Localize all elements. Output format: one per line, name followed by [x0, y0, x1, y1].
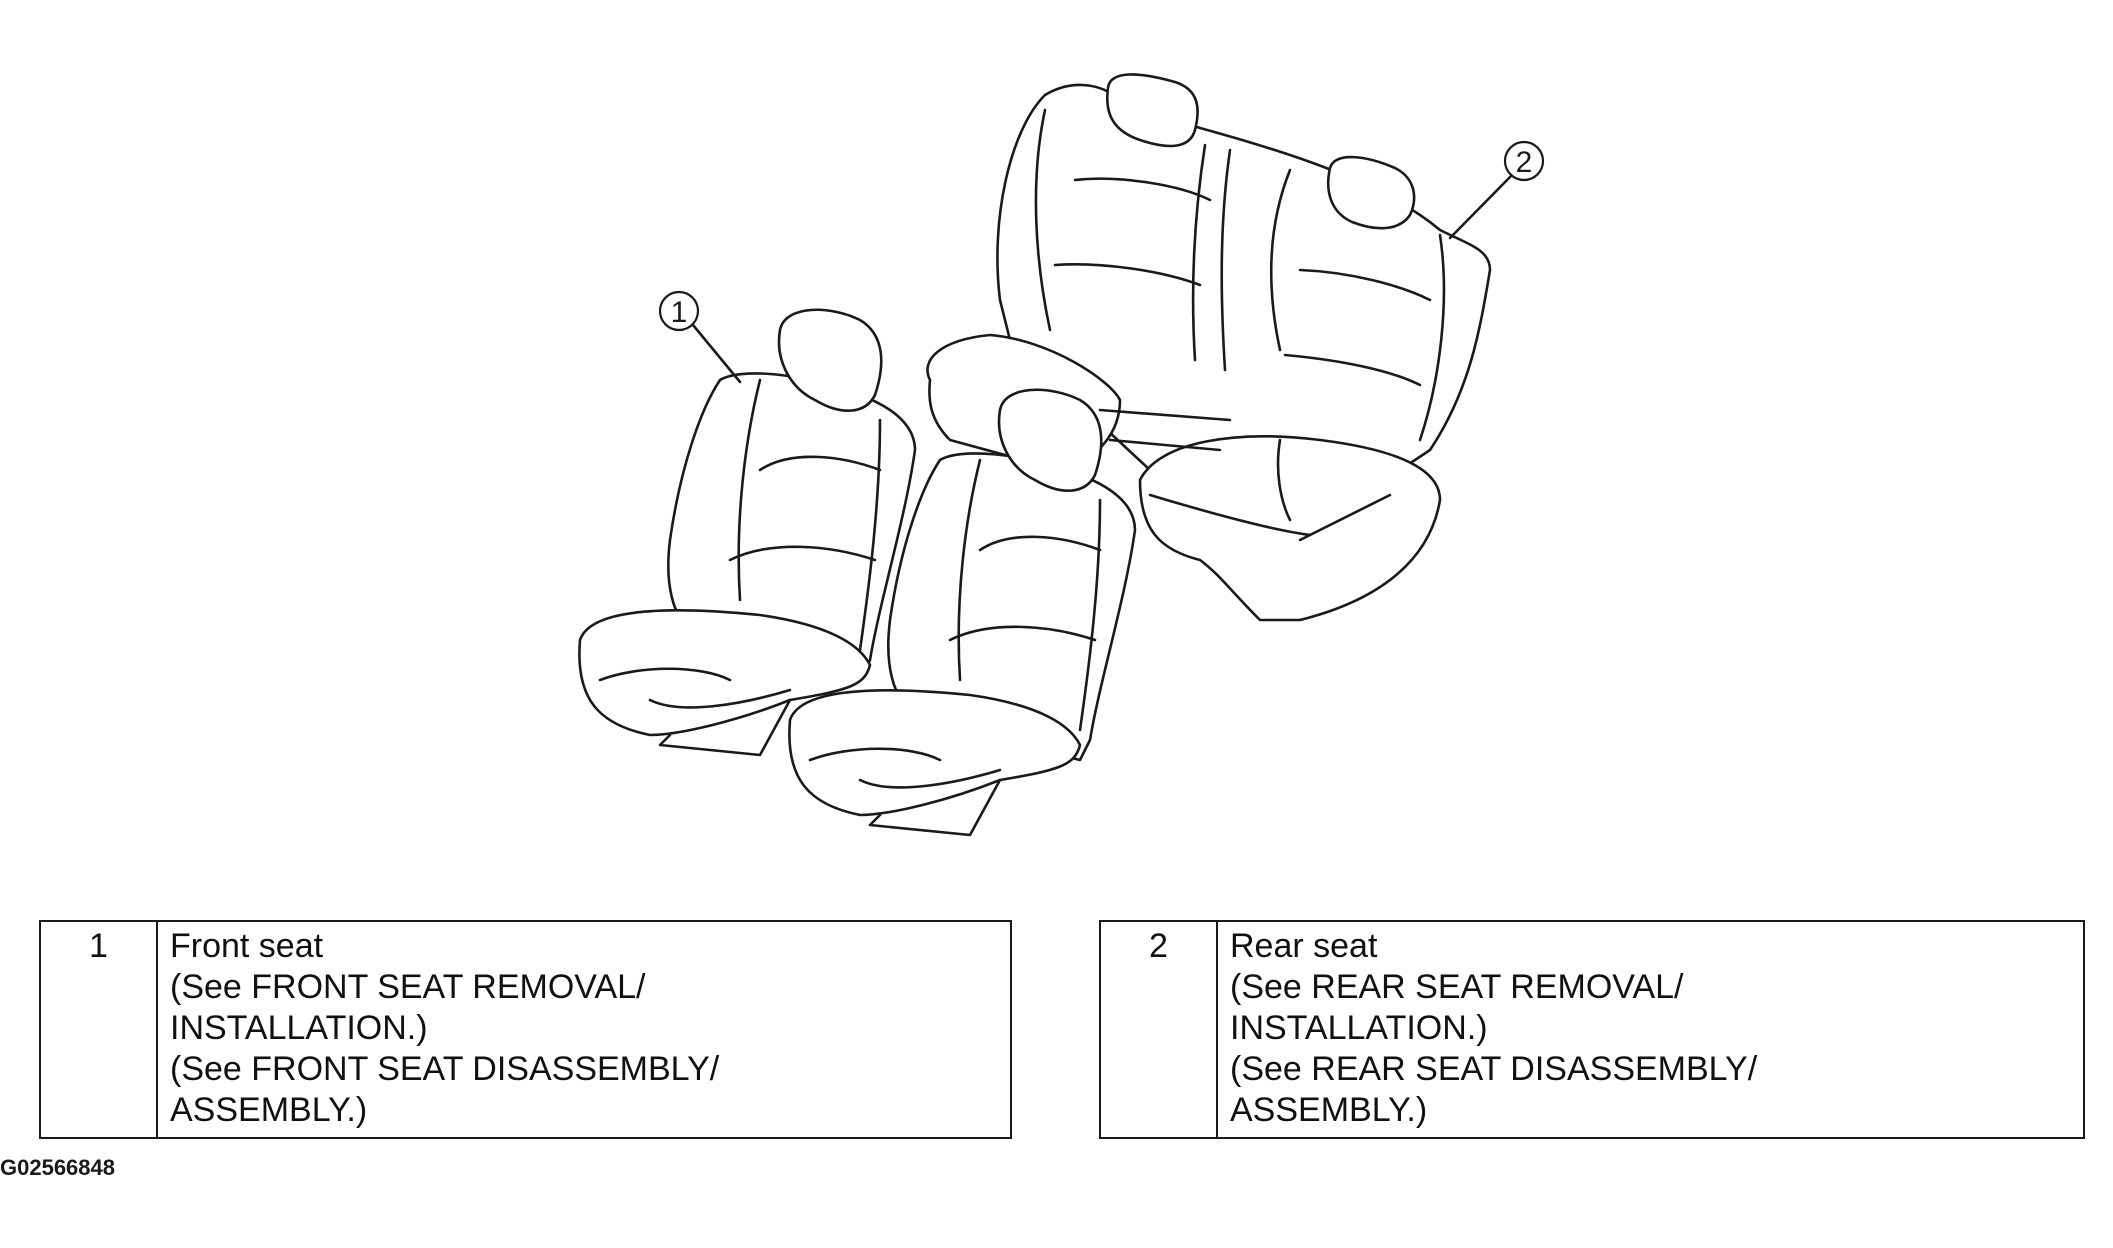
- legend-line: INSTALLATION.): [170, 1009, 428, 1047]
- front-left-headrest: [777, 308, 883, 412]
- legend-line: Rear seat: [1230, 927, 1378, 965]
- front-seat-left-illustration: [578, 308, 917, 757]
- front-right-seat-cushion: [788, 689, 1082, 817]
- callout-1-number: 1: [671, 296, 688, 329]
- legend-number: 1: [39, 920, 158, 1139]
- front-left-seat-cushion: [578, 609, 872, 737]
- callout-1: 1: [658, 290, 742, 384]
- rear-seat-cushion-right: [1138, 435, 1442, 622]
- legend-line: ASSEMBLY.): [1230, 1091, 1428, 1129]
- callout-2: 2: [1448, 140, 1545, 240]
- rear-headrest-left: [1106, 73, 1199, 148]
- legend-description: Front seat (See FRONT SEAT REMOVAL/ INST…: [156, 920, 1012, 1139]
- legend-line: Front seat: [170, 927, 324, 965]
- callout-2-circle: [1503, 140, 1545, 182]
- legend-line: (See FRONT SEAT REMOVAL/: [170, 968, 646, 1006]
- rear-back-panel-left: [1034, 108, 1052, 332]
- callout-1-circle: [658, 290, 700, 332]
- legend-line: (See REAR SEAT REMOVAL/: [1230, 968, 1684, 1006]
- legend-number: 2: [1099, 920, 1218, 1139]
- legend-row: 1 Front seat (See FRONT SEAT REMOVAL/ IN…: [39, 920, 1012, 1139]
- figure-code: G02566848: [0, 1155, 115, 1180]
- front-seat-right-illustration: [788, 388, 1137, 837]
- legend-line: (See REAR SEAT DISASSEMBLY/: [1230, 1050, 1758, 1088]
- callout-2-number: 2: [1516, 146, 1533, 179]
- legend-row: 2 Rear seat (See REAR SEAT REMOVAL/ INST…: [1099, 920, 2085, 1139]
- front-right-headrest: [997, 388, 1103, 492]
- legend-line: INSTALLATION.): [1230, 1009, 1488, 1047]
- legend-description: Rear seat (See REAR SEAT REMOVAL/ INSTAL…: [1216, 920, 2085, 1139]
- legend-line: (See FRONT SEAT DISASSEMBLY/: [170, 1050, 720, 1088]
- legend-line: ASSEMBLY.): [170, 1091, 368, 1129]
- legend-table-front-seat: 1 Front seat (See FRONT SEAT REMOVAL/ IN…: [39, 920, 1012, 1139]
- legend-table-rear-seat: 2 Rear seat (See REAR SEAT REMOVAL/ INST…: [1099, 920, 2085, 1139]
- rear-headrest-right: [1326, 155, 1416, 230]
